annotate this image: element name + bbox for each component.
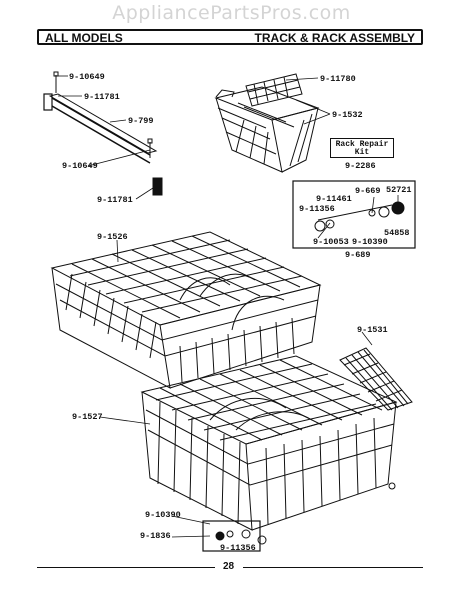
label-11356-bottom: 9-11356 xyxy=(220,543,256,553)
label-10390-inset: 9-10390 xyxy=(352,237,388,247)
header-models: ALL MODELS xyxy=(45,31,123,45)
label-11781-top: 9-11781 xyxy=(84,92,120,102)
label-10390-bottom: 9-10390 xyxy=(145,510,181,520)
track-assembly xyxy=(43,71,163,196)
label-1836: 9-1836 xyxy=(140,531,171,541)
label-689: 9-689 xyxy=(345,250,371,260)
label-11780: 9-11780 xyxy=(320,74,356,84)
silverware-basket xyxy=(214,73,320,173)
page-header: ALL MODELS TRACK & RACK ASSEMBLY xyxy=(37,29,423,45)
header-title: TRACK & RACK ASSEMBLY xyxy=(254,31,415,45)
footer-rule-left xyxy=(37,567,215,568)
label-10053: 9-10053 xyxy=(313,237,349,247)
cup-shelf xyxy=(339,347,413,411)
upper-dishrack xyxy=(50,231,322,389)
kit-subtitle: Kit xyxy=(354,148,370,157)
label-669: 9-669 xyxy=(355,186,381,196)
kit-title: Rack Repair xyxy=(335,140,389,149)
label-10649-top: 9-10649 xyxy=(69,72,105,82)
label-11356-inset: 9-11356 xyxy=(299,204,335,214)
leader-lines xyxy=(56,75,399,538)
rack-repair-kit-box: Rack Repair Kit xyxy=(330,138,394,158)
label-kit-part: 9-2286 xyxy=(345,161,376,171)
rack-roller-inset xyxy=(292,180,416,249)
label-1532: 9-1532 xyxy=(332,110,363,120)
label-11781-bottom: 9-11781 xyxy=(97,195,133,205)
label-11461: 9-11461 xyxy=(316,194,352,204)
footer-rule-right xyxy=(243,567,423,568)
label-1526: 9-1526 xyxy=(97,232,128,242)
label-799: 9-799 xyxy=(128,116,154,126)
label-54858: 54858 xyxy=(384,228,410,238)
watermark: AppliancePartsPros.com xyxy=(112,2,351,24)
page-number: 28 xyxy=(223,561,235,572)
label-1527: 9-1527 xyxy=(72,412,103,422)
label-52721: 52721 xyxy=(386,185,412,195)
label-1531: 9-1531 xyxy=(357,325,388,335)
label-10649-bottom: 9-10649 xyxy=(62,161,98,171)
lower-dishrack xyxy=(140,355,398,531)
